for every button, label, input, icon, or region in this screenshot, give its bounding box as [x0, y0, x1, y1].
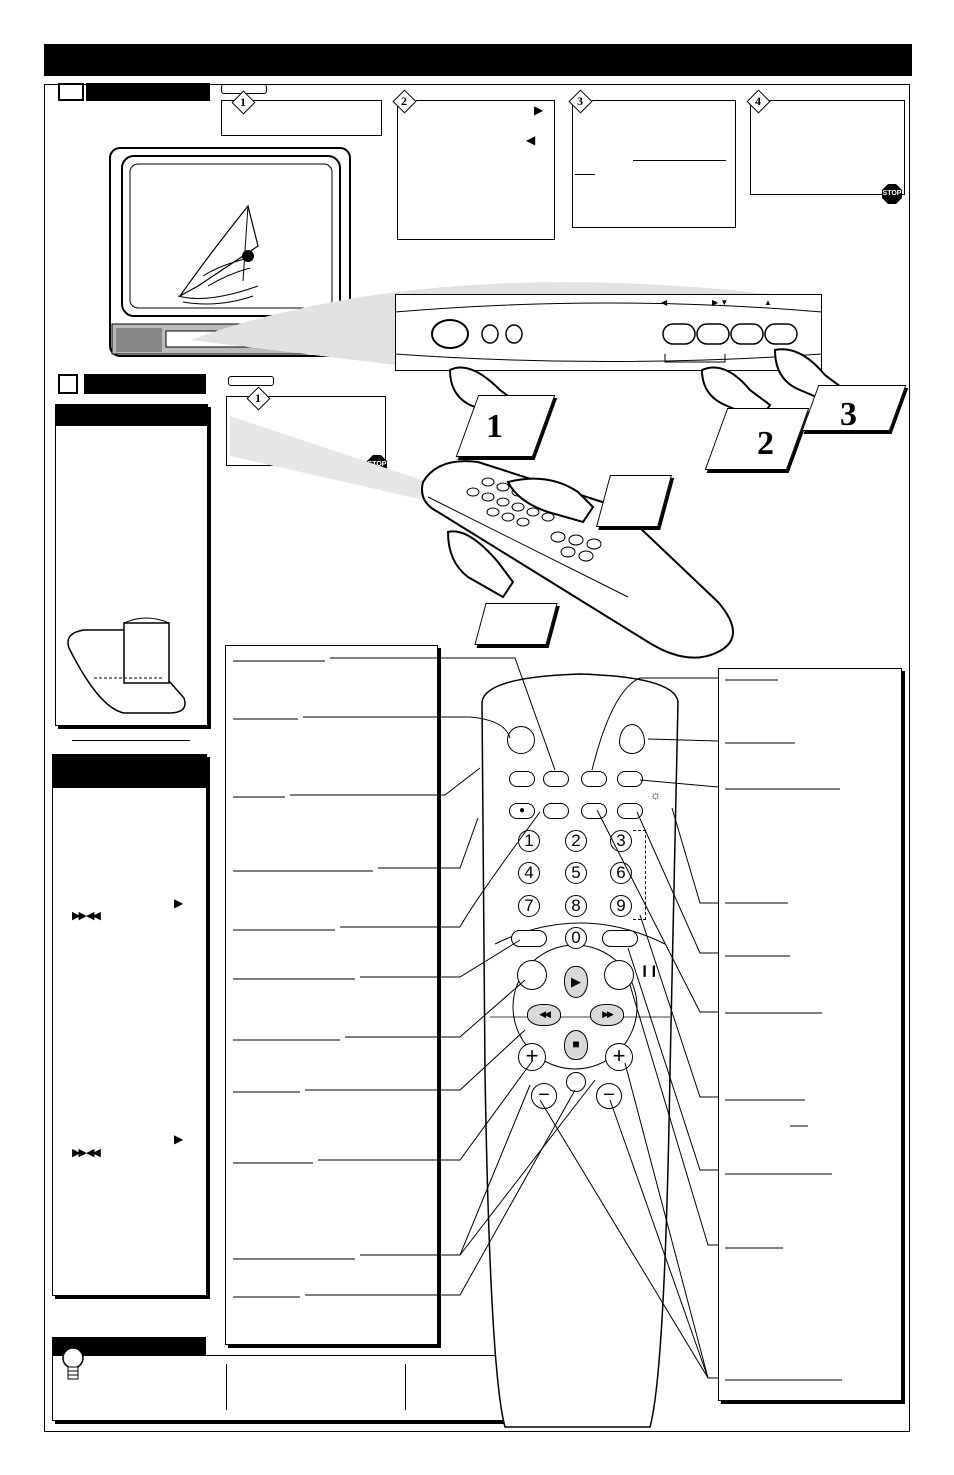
sidebar-play-arrow-2: ▶ — [174, 1132, 184, 1146]
sidebar-ffw-rew-1: ▶▶ ◀◀ — [72, 910, 101, 922]
step3-underline-2 — [575, 174, 595, 175]
remote-step1-tab — [228, 376, 274, 386]
header-bar — [44, 44, 912, 76]
remote-key-right-oval[interactable] — [602, 930, 638, 947]
battery-panel-header — [55, 404, 208, 426]
remote-key-row1-b[interactable] — [543, 771, 569, 787]
tv-section-icon — [58, 83, 84, 101]
remote-key-9[interactable]: 9 — [610, 895, 632, 917]
step2-box — [397, 100, 555, 240]
tv-illustration — [109, 147, 351, 357]
sidebar-ffw-rew-2: ▶▶ ◀◀ — [72, 1147, 101, 1159]
tv-step1-number: 1 — [240, 95, 246, 109]
remote-channel-up-button[interactable]: + — [605, 1043, 633, 1071]
remote-step1-number: 1 — [255, 391, 261, 405]
panel-up-arrow: ▲ — [764, 298, 772, 307]
remote-key-row1-c[interactable] — [581, 771, 607, 787]
tip-divider-2 — [405, 1364, 406, 1410]
step3-box — [572, 100, 736, 228]
remote-key-4[interactable]: 4 — [518, 862, 540, 884]
tip-box — [52, 1355, 582, 1421]
tv-section-bar — [86, 83, 210, 101]
sidebar-panel-2-header — [52, 754, 207, 788]
remote-key-0[interactable]: 0 — [565, 927, 587, 949]
remote-pause-button[interactable] — [604, 960, 634, 990]
remote-key-7[interactable]: 7 — [518, 895, 540, 917]
remote-held-illustration — [421, 460, 734, 659]
battery-compartment-illustration — [67, 617, 186, 714]
step2-number: 2 — [401, 94, 407, 108]
remote-key-row2-b[interactable] — [543, 803, 569, 819]
remote-key-row1-d[interactable] — [617, 771, 643, 787]
remote-fast-forward-button[interactable]: ▶▶ — [590, 1004, 624, 1026]
ornament-divider — [72, 740, 190, 741]
keypad-bracket — [633, 830, 646, 920]
remote-callout-right — [718, 668, 902, 1401]
tip-header-bar — [52, 1337, 206, 1355]
sidebar-play-arrow-1: ▶ — [174, 896, 184, 910]
remote-key-3[interactable]: 3 — [610, 830, 632, 852]
step4-stop-sign: STOP — [882, 184, 902, 204]
step3-number: 3 — [577, 94, 583, 108]
panel-right-down-arrows: ▶ ▼ — [712, 298, 729, 307]
panel-left-arrow: ◀ — [661, 298, 668, 307]
remote-key-2[interactable]: 2 — [565, 830, 587, 852]
remote-key-5[interactable]: 5 — [565, 862, 587, 884]
remote-mute-button[interactable] — [566, 1072, 586, 1092]
sidebar-panel-2 — [52, 754, 207, 1296]
page-frame — [44, 84, 910, 1432]
step2-left-arrow: ◀ — [526, 133, 536, 147]
remote-channel-down-button[interactable]: − — [596, 1083, 622, 1109]
remote-key-row2-c[interactable] — [581, 803, 607, 819]
remote-key-row1-a[interactable] — [509, 771, 535, 787]
remote-play-button[interactable]: ▶ — [564, 966, 588, 998]
remote-section-icon — [58, 374, 78, 394]
step4-number: 4 — [755, 94, 761, 108]
remote-key-row2-d[interactable] — [617, 803, 643, 819]
tip-divider-1 — [226, 1364, 227, 1410]
remote-rewind-button[interactable]: ◀◀ — [527, 1004, 561, 1026]
step2-right-arrow: ▶ — [534, 103, 544, 117]
remote-key-8[interactable]: 8 — [565, 895, 587, 917]
front-panel-drawing — [394, 302, 823, 363]
remote-callout-left — [225, 645, 438, 1345]
brightness-icon: ☼ — [650, 788, 661, 802]
hand2-number: 2 — [757, 425, 774, 462]
step4-box — [750, 100, 905, 195]
hand3-number: 3 — [840, 396, 857, 433]
step3-underline-1 — [633, 160, 726, 161]
remote-key-left-oval[interactable] — [511, 930, 547, 947]
remote-record-button[interactable]: ● — [509, 803, 535, 819]
remote-power-button[interactable] — [507, 726, 535, 754]
remote-volume-down-button[interactable]: − — [531, 1083, 557, 1109]
remote-beam — [230, 416, 470, 506]
remote-volume-up-button[interactable]: + — [518, 1043, 546, 1071]
pause-symbol: ❙❙ — [640, 965, 659, 977]
remote-menu-left-button[interactable] — [517, 960, 547, 990]
hand1-number: 1 — [486, 408, 503, 445]
lightbulb-icon — [62, 1347, 84, 1380]
remote-stop-button[interactable]: ■ — [564, 1030, 588, 1060]
remote-tv-power-button[interactable] — [619, 724, 645, 754]
tv-step1-box — [221, 100, 382, 136]
remote-section-bar — [84, 374, 206, 394]
